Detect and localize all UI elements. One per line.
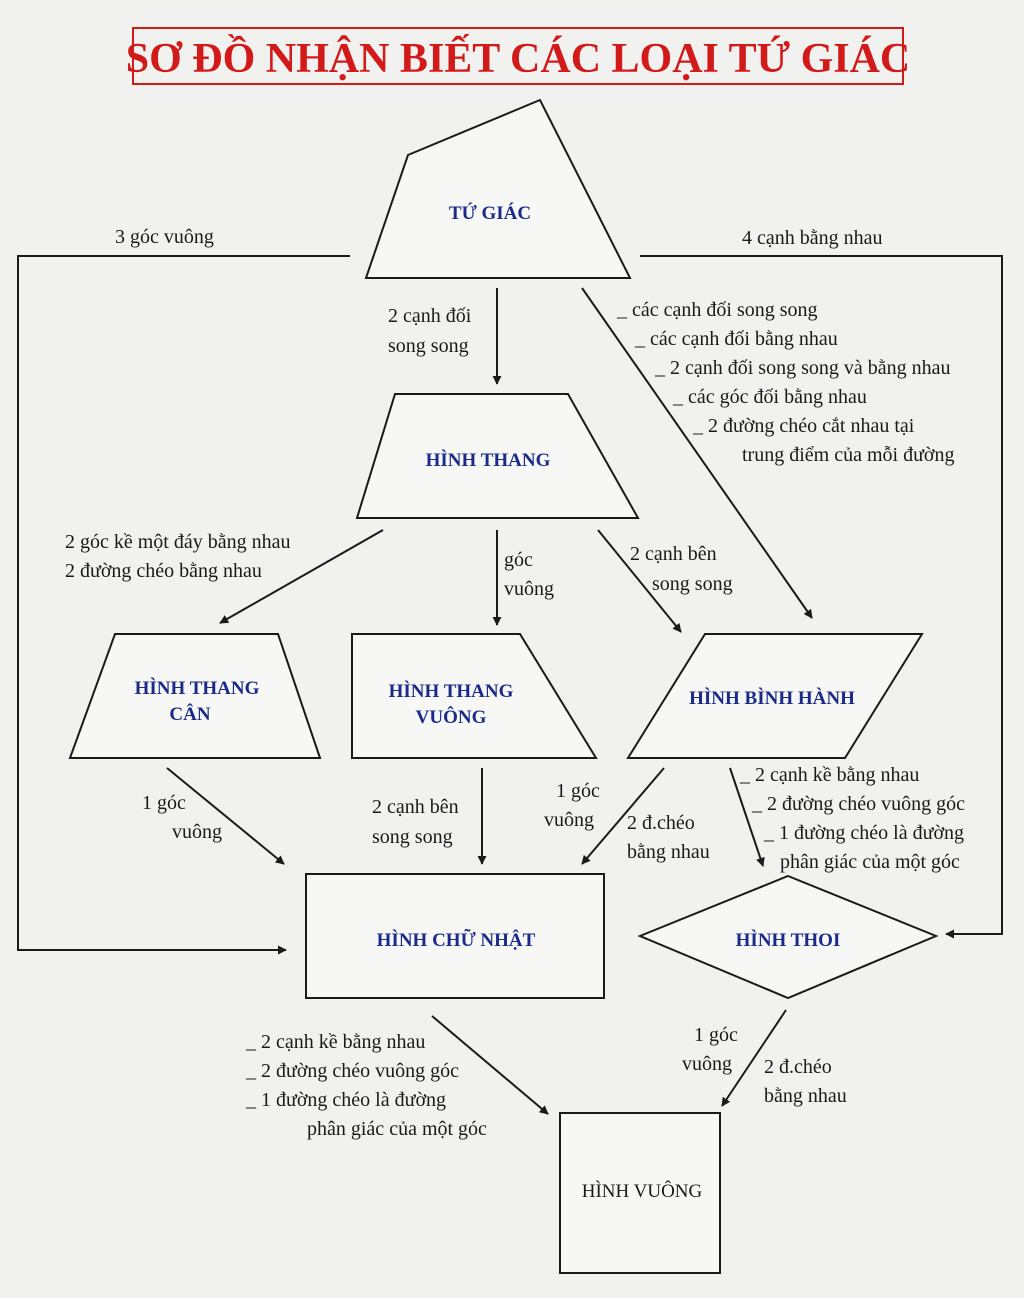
hinh-thang-shape [355,393,640,519]
edge-ht-to-bh [597,529,682,633]
binh-hanh-shape [626,633,924,759]
title-frame [132,27,904,85]
thang-can-shape [68,633,322,759]
label-tg-to-thoi: 4 cạnh bằng nhau [742,227,883,249]
tu-giac-shape [364,98,632,279]
edge-bh-to-cn [581,767,665,865]
label-cn-to-vuong: _ 2 cạnh kề bằng nhau _ 2 đường chéo vuô… [245,1031,487,1140]
edge-bh-to-thoi [729,767,765,867]
thoi-shape [637,874,939,1000]
page-title: SƠ ĐỒ NHẬN BIẾT CÁC LOẠI TỨ GIÁC [126,34,911,82]
edge-tg-to-thoi [640,255,1003,939]
vuong-label: HÌNH VUÔNG [582,1180,703,1202]
vuong-shape [559,1112,721,1274]
edge-thoi-to-vuong [721,1009,787,1107]
edge-cn-to-vuong [431,1015,549,1115]
label-tg-to-cn: 3 góc vuông [115,226,214,248]
edge-tg-to-bh [581,287,813,619]
hinh-thang-label: HÌNH THANG [426,449,551,471]
label-bh-to-thoi: _ 2 cạnh kề bằng nhau _ 2 đường chéo vuô… [739,764,970,873]
chu-nhat-shape [305,873,605,999]
label-tg-to-bh: _ các cạnh đối song song _ các cạnh đối … [616,299,956,466]
edge-tg-to-cn [17,255,350,955]
binh-hanh-label: HÌNH BÌNH HÀNH [689,687,855,709]
thang-vuong-shape [351,633,598,759]
edge-ht-to-can [219,529,384,624]
thoi-label: HÌNH THOI [736,929,841,951]
edge-can-to-cn [166,767,285,865]
tu-giac-label: TỨ GIÁC [449,202,531,224]
chu-nhat-label: HÌNH CHỮ NHẬT [377,929,536,951]
